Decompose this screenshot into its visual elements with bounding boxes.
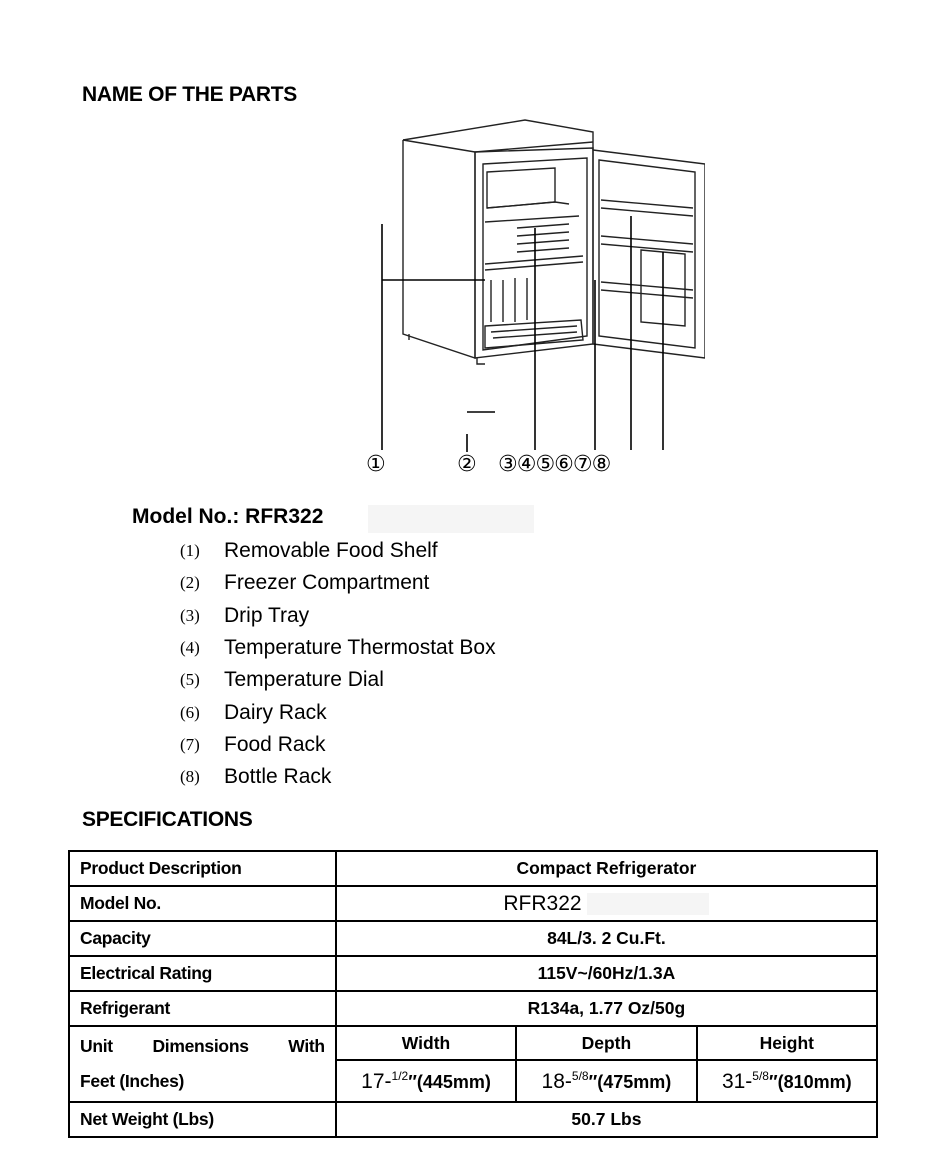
spec-value: Compact Refrigerator xyxy=(334,850,879,887)
table-row: Model No. RFR322 xyxy=(68,885,879,922)
part-number: (1) xyxy=(180,541,200,561)
model-value: RFR322 xyxy=(503,891,582,915)
callout-1: ① xyxy=(366,452,386,477)
part-name: Removable Food Shelf xyxy=(224,539,438,563)
part-number: (6) xyxy=(180,702,200,722)
part-name: Drip Tray xyxy=(224,603,310,627)
model-number-line: Model No.: RFR322 xyxy=(132,505,323,529)
section-title-specifications: SPECIFICATIONS xyxy=(82,808,253,831)
part-number: (5) xyxy=(180,670,200,690)
part-name: Freezer Compartment xyxy=(224,571,430,595)
spec-value: R134a, 1.77 Oz/50g xyxy=(334,990,879,1027)
spec-value: 50.7 Lbs xyxy=(334,1101,879,1138)
spec-value: 84L/3. 2 Cu.Ft. xyxy=(334,920,879,957)
part-number: (3) xyxy=(180,605,200,625)
list-item: (5) Temperature Dial xyxy=(180,664,496,696)
list-item: (1) Removable Food Shelf xyxy=(180,535,496,567)
spec-label: Capacity xyxy=(68,920,337,957)
column-header-depth: Depth xyxy=(515,1025,698,1061)
part-number: (8) xyxy=(180,767,200,787)
refrigerator-diagram xyxy=(381,119,705,452)
parts-list: (1) Removable Food Shelf (2) Freezer Compa… xyxy=(180,535,496,793)
list-item: (4) Temperature Thermostat Box xyxy=(180,632,496,664)
table-row: Electrical Rating 115V~/60Hz/1.3A xyxy=(68,955,879,992)
table-row: Capacity 84L/3. 2 Cu.Ft. xyxy=(68,920,879,957)
spec-label: Product Description xyxy=(68,850,337,887)
part-number: (4) xyxy=(180,638,200,658)
spec-label: Refrigerant xyxy=(68,990,337,1027)
table-row: Unit Dimensions With Feet (Inches) Width… xyxy=(68,1025,879,1103)
part-name: Dairy Rack xyxy=(224,700,327,724)
depth-value: 18-5/8″(475mm) xyxy=(515,1059,698,1103)
spec-label: Model No. xyxy=(68,885,337,922)
callout-3-8: ③④⑤⑥⑦⑧ xyxy=(498,452,611,477)
model-value: RFR322 xyxy=(245,505,324,528)
spec-value: RFR322 xyxy=(334,885,879,922)
spec-label: Net Weight (Lbs) xyxy=(68,1101,337,1138)
list-item: (8) Bottle Rack xyxy=(180,761,496,793)
part-name: Temperature Dial xyxy=(224,668,384,692)
height-value: 31-5/8″(810mm) xyxy=(695,1059,879,1103)
part-name: Temperature Thermostat Box xyxy=(224,636,496,660)
column-header-height: Height xyxy=(695,1025,879,1061)
section-title-parts: NAME OF THE PARTS xyxy=(82,83,298,106)
model-highlight xyxy=(587,892,710,915)
callout-2: ② xyxy=(457,452,477,477)
list-item: (6) Dairy Rack xyxy=(180,696,496,728)
part-number: (2) xyxy=(180,573,200,593)
column-header-width: Width xyxy=(334,1025,518,1061)
label-word: Unit xyxy=(80,1036,113,1056)
table-row: Product Description Compact Refrigerator xyxy=(68,850,879,887)
list-item: (2) Freezer Compartment xyxy=(180,567,496,599)
table-row: 17-1/2″(445mm) 18-5/8″(475mm) 31-5/8″(81… xyxy=(69,1059,879,1103)
model-label: Model No.: xyxy=(132,505,240,528)
list-item: (3) Drip Tray xyxy=(180,600,496,632)
label-word: With xyxy=(288,1036,325,1056)
model-highlight xyxy=(368,505,534,533)
spec-label: Electrical Rating xyxy=(68,955,337,992)
label-line2: Feet (Inches) xyxy=(80,1071,185,1091)
list-item: (7) Food Rack xyxy=(180,729,496,761)
spec-value: 115V~/60Hz/1.3A xyxy=(334,955,879,992)
specifications-table: Product Description Compact Refrigerator… xyxy=(68,850,879,1138)
part-name: Food Rack xyxy=(224,732,326,756)
table-row: Refrigerant R134a, 1.77 Oz/50g xyxy=(68,990,879,1027)
spec-label: Unit Dimensions With Feet (Inches) xyxy=(68,1025,337,1103)
table-row: Net Weight (Lbs) 50.7 Lbs xyxy=(68,1101,879,1138)
part-name: Bottle Rack xyxy=(224,765,332,789)
width-value: 17-1/2″(445mm) xyxy=(334,1059,518,1103)
label-word: Dimensions xyxy=(152,1036,249,1056)
part-number: (7) xyxy=(180,734,200,754)
